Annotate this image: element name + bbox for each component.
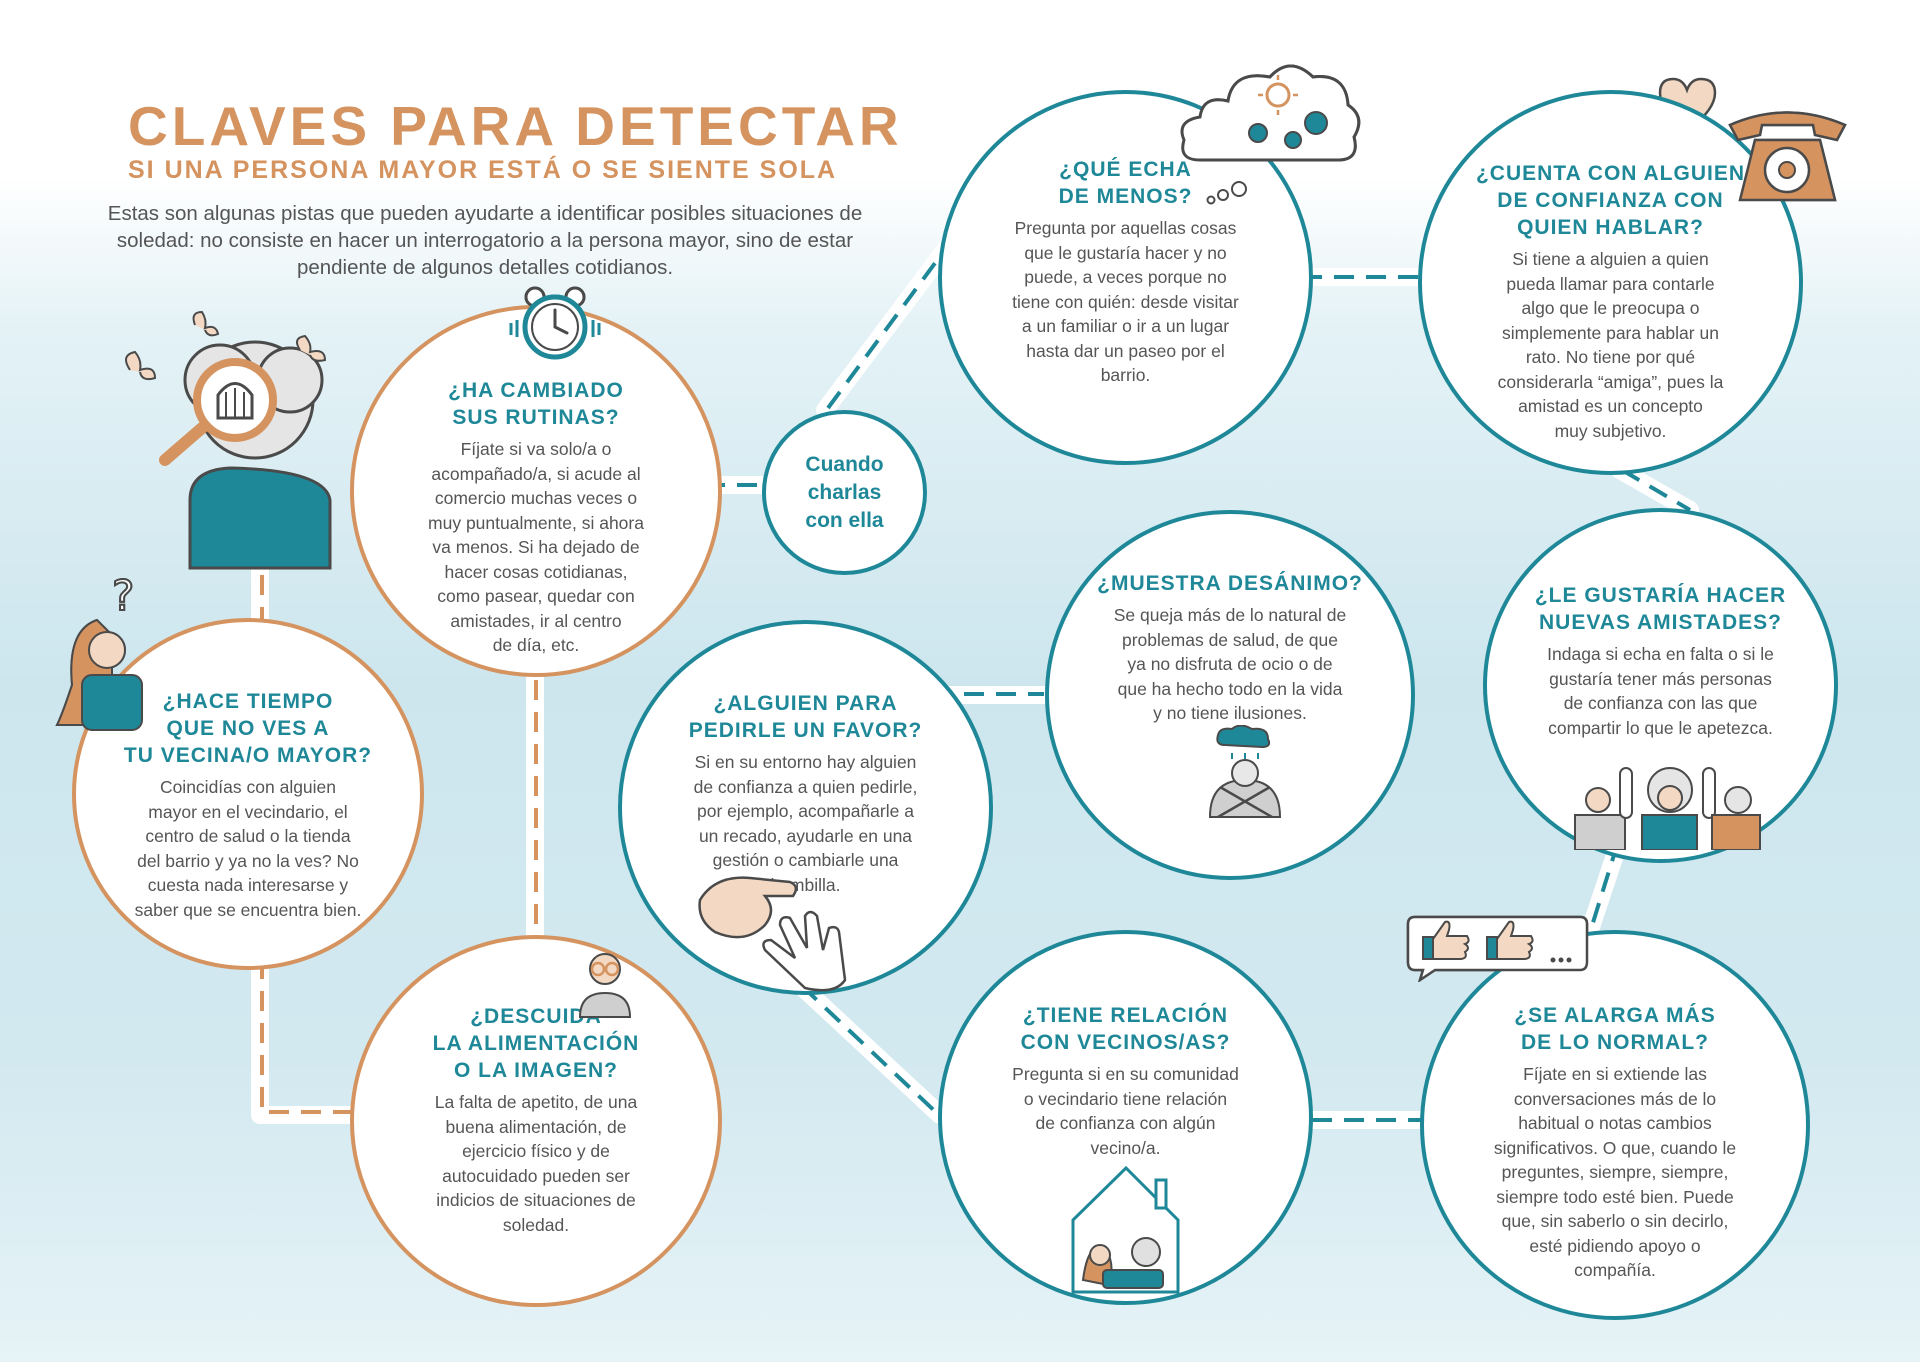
questioning-woman-overlay-icon: ? [55,575,143,731]
card-longer: ¿SE ALARGA MÁS DE LO NORMAL? Fíjate en s… [1420,930,1810,1320]
thumbs-up-bubble-overlay-icon [1406,915,1589,982]
magnifier-woman-icon [125,310,332,570]
card-discouraged: ¿MUESTRA DESÁNIMO? Se queja más de lo na… [1045,510,1415,880]
house-neighbors-overlay-icon [1071,1165,1180,1294]
svg-text:?: ? [112,575,134,620]
card-neighbors-relation-body: Pregunta si en su comunidad o vecindario… [1012,1064,1239,1158]
card-trust: ¿CUENTA CON ALGUIEN DE CONFIANZA CON QUI… [1418,90,1803,475]
card-discouraged-body: Se queja más de lo natural de problemas … [1113,605,1347,723]
card-neighbor-body: Coincidías con alguien mayor en el vecin… [134,777,362,920]
card-neglect-body: La falta de apetito, de una buena alimen… [434,1092,638,1235]
card-discouraged-heading: ¿MUESTRA DESÁNIMO? [1097,572,1363,595]
card-favor-body: Si en su entorno hay alguien de confianz… [693,752,918,895]
page-title: CLAVES PARA DETECTAR [128,95,903,157]
card-friends-body: Indaga si echa en falta o si le gustaría… [1547,644,1774,738]
thought-bubbles-overlay-icon [1206,181,1247,205]
card-routines: ¿HA CAMBIADO SUS RUTINAS? Fíjate si va s… [350,305,722,677]
telephone-overlay-icon [1728,111,1847,202]
page-subtitle: SI UNA PERSONA MAYOR ESTÁ O SE SIENTE SO… [128,156,838,184]
card-routines-body: Fíjate si va solo/a o acompañado/a, si a… [428,439,644,655]
card-misses-heading: ¿QUÉ ECHA DE MENOS? [1058,158,1193,208]
svg-text:?: ? [112,575,134,620]
hub-circle: Cuando charlas con ella [762,410,927,575]
card-longer-body: Fíjate en si extiende las conversaciones… [1493,1064,1737,1280]
card-neglect: ¿DESCUIDA LA ALIMENTACIÓN O LA IMAGEN? L… [350,935,722,1307]
card-neighbors-relation-heading: ¿TIENE RELACIÓN CON VECINOS/AS? [1020,1004,1231,1054]
group-friends-overlay-icon [1574,767,1761,850]
card-trust-body: Si tiene a alguien a quien pueda llamar … [1497,249,1724,441]
card-misses-body: Pregunta por aquellas cosas que le gusta… [1012,218,1239,385]
card-neglect-heading: ¿DESCUIDA LA ALIMENTACIÓN O LA IMAGEN? [432,1005,640,1082]
card-friends-heading: ¿LE GUSTARÍA HACER NUEVAS AMISTADES? [1534,584,1787,634]
cloud-thought-overlay-icon [1180,64,1361,162]
alarm-clock-overlay-icon [509,286,601,360]
intro-text: Estas son algunas pistas que pueden ayud… [107,202,863,279]
card-neighbor-heading: ¿HACE TIEMPO QUE NO VES A TU VECINA/O MA… [123,690,373,767]
sad-person-rain-overlay-icon [1208,725,1282,819]
card-trust-heading: ¿CUENTA CON ALGUIEN DE CONFIANZA CON QUI… [1475,162,1746,239]
card-neighbors-relation: ¿TIENE RELACIÓN CON VECINOS/AS? Pregunta… [938,930,1313,1305]
card-routines-heading: ¿HA CAMBIADO SUS RUTINAS? [448,379,624,429]
hub-label: Cuando charlas con ella [805,452,884,532]
card-longer-heading: ¿SE ALARGA MÁS DE LO NORMAL? [1514,1004,1716,1054]
helping-hands-overlay-icon [698,876,847,992]
card-favor-heading: ¿ALGUIEN PARA PEDIRLE UN FAVOR? [688,692,923,742]
elderly-man-overlay-icon [578,953,632,1018]
